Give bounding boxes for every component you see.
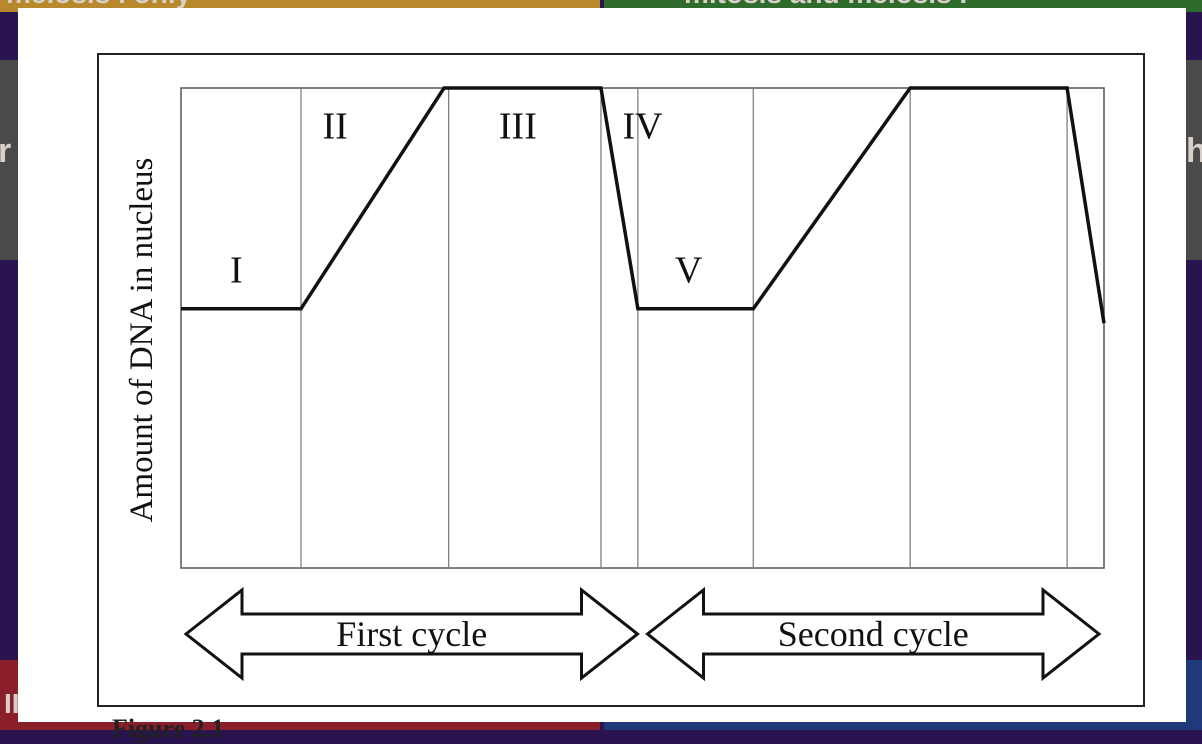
dna-amount-line-1 — [181, 86, 1106, 324]
stage-label-V: V — [675, 249, 703, 291]
question-banner-right: h — [1186, 60, 1202, 260]
cycle-label-1: First cycle — [336, 614, 487, 654]
answer-tile-bottom-left-label: II — [4, 688, 20, 719]
plot-area — [180, 87, 1105, 569]
answer-tile-top-right-label: mitosis and meiosis I — [684, 0, 967, 10]
cycle-arrow-2 — [645, 586, 1102, 682]
stage-label-IV: IV — [622, 105, 663, 147]
question-banner-right-letter: h — [1186, 132, 1202, 170]
stage-label-I: I — [230, 249, 243, 291]
cycle-arrow-1 — [183, 586, 640, 682]
answer-tile-top-left-label: meiosis I only — [6, 0, 191, 10]
cycle-label-2: Second cycle — [778, 614, 969, 654]
stage-label-III: III — [499, 105, 537, 147]
figure-caption-peek: Figure 2.1 — [112, 714, 225, 743]
question-banner-left: r — [0, 60, 18, 260]
question-banner-left-letter: r — [0, 132, 12, 170]
figure-frame — [97, 53, 1145, 707]
y-axis-label: Amount of DNA in nucleus — [124, 158, 160, 523]
stage-label-II: II — [322, 105, 347, 147]
